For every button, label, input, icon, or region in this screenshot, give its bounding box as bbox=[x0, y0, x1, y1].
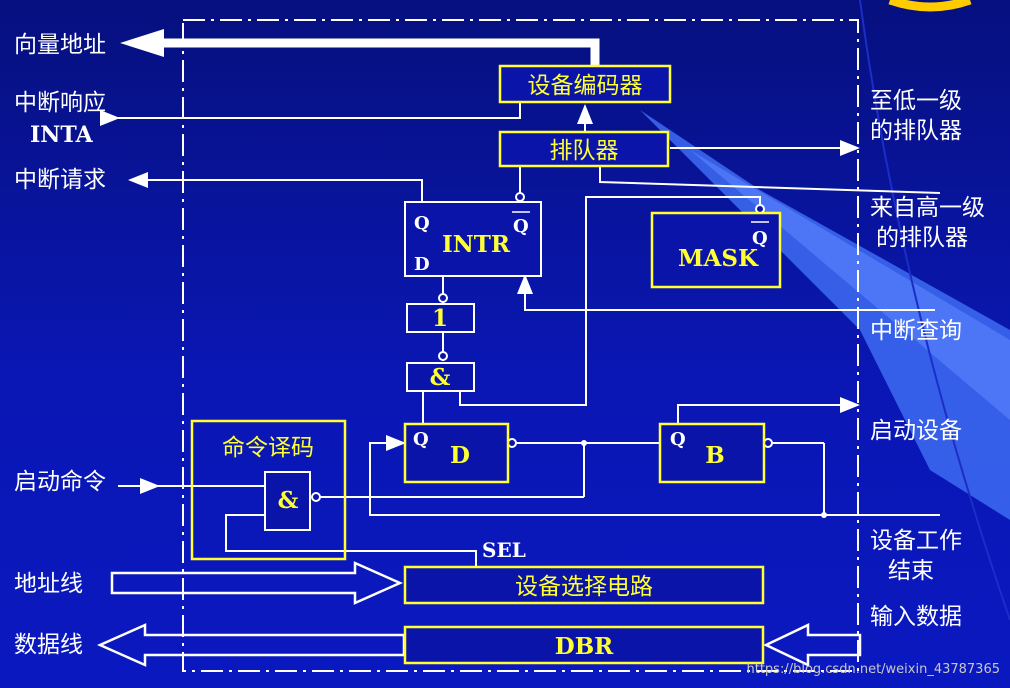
decoder-and-label: & bbox=[278, 487, 299, 514]
start-device-line bbox=[677, 397, 860, 424]
encoder-label: 设备编码器 bbox=[528, 73, 643, 99]
dbr-box bbox=[403, 625, 765, 665]
queue-label: 排队器 bbox=[550, 138, 619, 164]
mask-label: MASK bbox=[678, 245, 759, 272]
and-gate-label: & bbox=[430, 364, 451, 391]
device-done-label-1: 设备工作 bbox=[870, 528, 962, 554]
vector-address-arrowhead bbox=[120, 29, 164, 57]
watermark: https://blog.csdn.net/weixin_43787365 bbox=[746, 662, 1000, 677]
device-done-label-2: 结束 bbox=[888, 558, 934, 584]
junction-dot-2 bbox=[821, 512, 827, 518]
int-query-line bbox=[517, 274, 935, 311]
from-higher-line bbox=[599, 166, 941, 194]
corner-mark bbox=[888, 0, 972, 12]
address-bus-label: 地址线 bbox=[14, 571, 83, 597]
device-done-line bbox=[369, 435, 940, 516]
intr-qbar-bubble bbox=[515, 192, 525, 202]
decoder-label: 命令译码 bbox=[222, 435, 314, 461]
decoder-box bbox=[190, 419, 347, 561]
intr-qbar-pin: Q bbox=[513, 216, 529, 237]
not-gate-label: 1 bbox=[432, 305, 448, 332]
mask-qbar-line bbox=[459, 196, 761, 406]
bff-box bbox=[658, 422, 766, 484]
device-select-label: 设备选择电路 bbox=[515, 574, 653, 600]
int-query-label: 中断查询 bbox=[870, 318, 962, 344]
decoder-and-box bbox=[264, 471, 311, 531]
int-request-label: 中断请求 bbox=[14, 167, 106, 193]
intr-d-bubble bbox=[438, 293, 448, 303]
queue-box bbox=[498, 130, 670, 168]
address-bus-arrow bbox=[110, 561, 404, 605]
start-device-label: 启动设备 bbox=[870, 418, 962, 444]
sel-line bbox=[225, 514, 477, 567]
intr-d-pin: D bbox=[414, 254, 430, 275]
not-gate-box bbox=[406, 303, 475, 333]
dff-label: D bbox=[450, 442, 470, 469]
bff-label: B bbox=[705, 442, 724, 469]
start-command-label: 启动命令 bbox=[14, 469, 106, 495]
mask-qbar-pin: Q bbox=[752, 228, 768, 249]
not-out-bubble bbox=[438, 351, 448, 361]
input-data-label: 输入数据 bbox=[870, 604, 962, 630]
inta-label: INTA bbox=[30, 122, 94, 148]
vector-address-label: 向量地址 bbox=[14, 32, 106, 58]
input-data-arrow bbox=[763, 623, 862, 667]
interface-frame bbox=[182, 19, 859, 672]
from-higher-label-1: 来自高一级 bbox=[870, 195, 985, 221]
inta-line bbox=[100, 102, 521, 126]
to-lower-label-1: 至低一级 bbox=[870, 88, 962, 114]
int-request-line bbox=[128, 172, 423, 202]
sel-label: SEL bbox=[482, 538, 526, 562]
int-response-label: 中断响应 bbox=[14, 90, 106, 116]
vector-address-path bbox=[160, 38, 600, 66]
bff-q-pin: Q bbox=[670, 429, 686, 450]
intr-label: INTR bbox=[442, 231, 511, 258]
intr-q-pin: Q bbox=[414, 213, 430, 234]
and-gate-box bbox=[406, 362, 475, 392]
from-higher-label-2: 的排队器 bbox=[876, 225, 968, 251]
to-lower-label-2: 的排队器 bbox=[870, 118, 962, 144]
device-select-box bbox=[403, 565, 765, 605]
dff-q-pin: Q bbox=[413, 429, 429, 450]
decoder-out-bubble bbox=[311, 492, 321, 502]
decorative-curve bbox=[859, 0, 1010, 621]
encoder-box bbox=[498, 64, 672, 104]
intr-box bbox=[404, 201, 542, 277]
dff-box bbox=[403, 422, 510, 484]
mask-box bbox=[650, 211, 782, 289]
data-bus-label: 数据线 bbox=[14, 632, 83, 658]
dbr-label: DBR bbox=[555, 633, 614, 660]
data-bus-arrow-left bbox=[96, 623, 406, 667]
decorative-beam bbox=[640, 110, 1010, 520]
